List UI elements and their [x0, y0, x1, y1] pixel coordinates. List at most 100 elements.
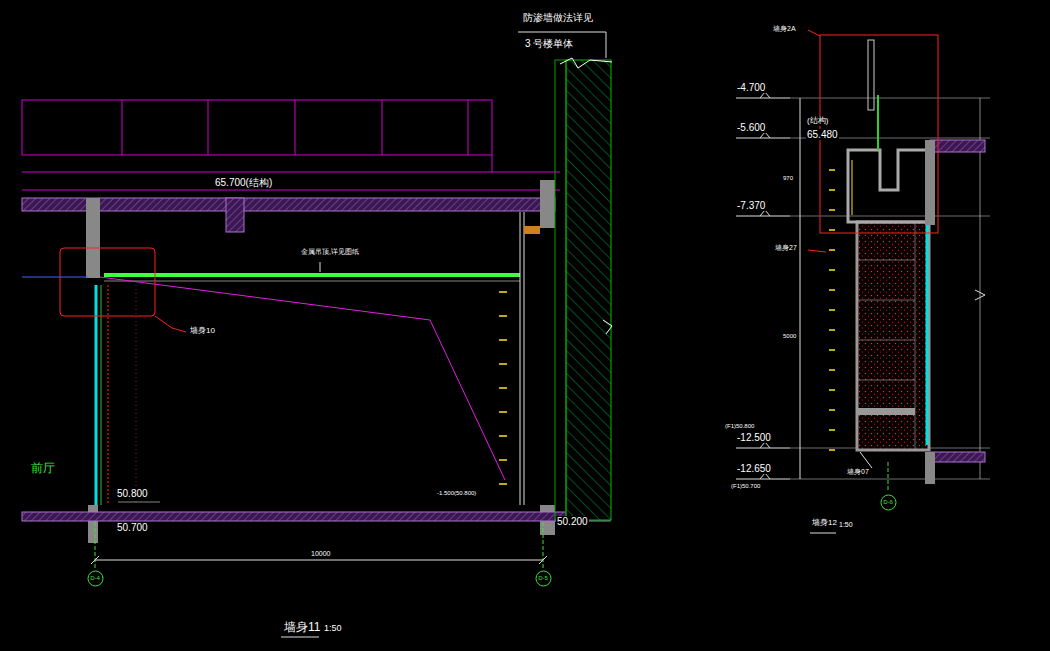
fixing-mark [499, 459, 507, 461]
dimension-line [95, 560, 543, 561]
block-course [915, 222, 916, 450]
drawing-label: 50.200 [556, 516, 589, 527]
axis-circle-outline [881, 495, 896, 510]
flashing [877, 95, 879, 150]
fixing-mark [829, 229, 835, 231]
upper-frame [22, 100, 560, 190]
block-course [857, 260, 915, 261]
column [88, 505, 98, 543]
block-course [857, 300, 915, 301]
block-course [857, 340, 915, 341]
slope-line [100, 277, 505, 480]
axis-circle-outline [88, 571, 103, 586]
fixing-mark [499, 435, 507, 437]
drawing-label: 970 [782, 175, 794, 182]
inner-wall [520, 212, 521, 505]
dashed-line [108, 285, 109, 505]
break-line [975, 290, 985, 300]
block-course [857, 380, 915, 381]
fixing-marks [499, 292, 507, 484]
drawing-label: 1:50 [838, 521, 854, 529]
wall-block [857, 222, 929, 450]
axis-number: D-4 [90, 575, 100, 582]
elevation-marks [736, 92, 790, 479]
drawing-label: -5.600 [736, 122, 766, 133]
beam [226, 198, 244, 232]
fixing-mark [829, 309, 835, 311]
leader-line [808, 250, 826, 252]
drawing-label: 3 号楼单体 [524, 38, 574, 49]
fixing-mark [829, 189, 835, 191]
axis-bubble: D-4 [87, 570, 104, 587]
parapet [848, 150, 930, 222]
drawing-label: (结构) [806, 117, 829, 126]
title-underline [810, 533, 836, 534]
drawing-label: 墙身12 [811, 519, 838, 528]
bracket [524, 226, 540, 234]
floor-slab [22, 512, 610, 521]
drawing-label: 防渗墙做法详见 [522, 12, 594, 23]
drawing-label: 前厅 [30, 462, 56, 475]
drawing-label: 墙身2A [772, 25, 797, 33]
drawing-label: 墙身11 [283, 621, 321, 634]
dimension-line [800, 98, 801, 479]
axis-line [888, 462, 889, 492]
dotted-line [136, 285, 137, 505]
column [925, 452, 935, 484]
drawing-label: 65.480 [806, 129, 839, 140]
fixing-mark [829, 429, 835, 431]
fixing-mark [829, 389, 835, 391]
axis-line [95, 522, 96, 568]
callout-box [60, 248, 155, 316]
dimension-line [980, 98, 981, 479]
leader-line [518, 32, 606, 58]
break-line [560, 58, 612, 68]
inner-wall [524, 212, 525, 505]
ring-beam [857, 408, 915, 415]
drawing-label: -7.370 [736, 200, 766, 211]
axis-number: D-5 [538, 575, 548, 582]
drawing-label: (F1)50.800 [724, 423, 755, 430]
drawing-label: 5000 [782, 333, 797, 340]
drawing-label: (F1)50.700 [730, 483, 761, 490]
leader-line [155, 316, 186, 332]
axis-circle-outline [536, 571, 551, 586]
fixing-mark [829, 449, 835, 451]
axis-bubble: D-5 [535, 570, 552, 587]
axis-number: D-6 [883, 499, 893, 506]
drawing-label: 10000 [310, 550, 331, 558]
leader-line [860, 452, 872, 468]
fixing-mark [829, 409, 835, 411]
axis-line [543, 522, 544, 568]
wall-lining [555, 60, 566, 520]
slab [930, 452, 985, 462]
ceiling [104, 273, 520, 277]
drawing-label: 1:50 [323, 624, 343, 634]
level-line [22, 277, 88, 278]
glazing [926, 225, 929, 445]
ceiling-line [104, 281, 520, 282]
leader-line [320, 262, 321, 272]
fixing-mark [829, 169, 835, 171]
dimension-tick [539, 556, 547, 564]
drawing-label: 墙身10 [189, 327, 216, 336]
level-mark [118, 502, 160, 503]
drawing-label: 金属吊顶,详见图纸 [300, 248, 360, 256]
fixing-mark [499, 291, 507, 293]
drawing-label: 墙身27 [774, 244, 798, 252]
fixing-mark [829, 329, 835, 331]
trim [852, 160, 853, 215]
drawing-label: 65.700(结构) [214, 177, 273, 188]
fixing-mark [499, 363, 507, 365]
fixing-mark [829, 369, 835, 371]
glazing [95, 285, 98, 505]
axis-bubble: D-6 [880, 494, 897, 511]
adjacent-wall [566, 60, 611, 520]
drawing-label: 50.700 [116, 522, 149, 533]
glazing-frame [101, 285, 102, 505]
roof-slab [22, 198, 555, 211]
fixing-marks [829, 170, 835, 450]
drawing-label: 50.800 [116, 488, 149, 499]
leader-line [808, 30, 820, 36]
fixing-mark [829, 349, 835, 351]
